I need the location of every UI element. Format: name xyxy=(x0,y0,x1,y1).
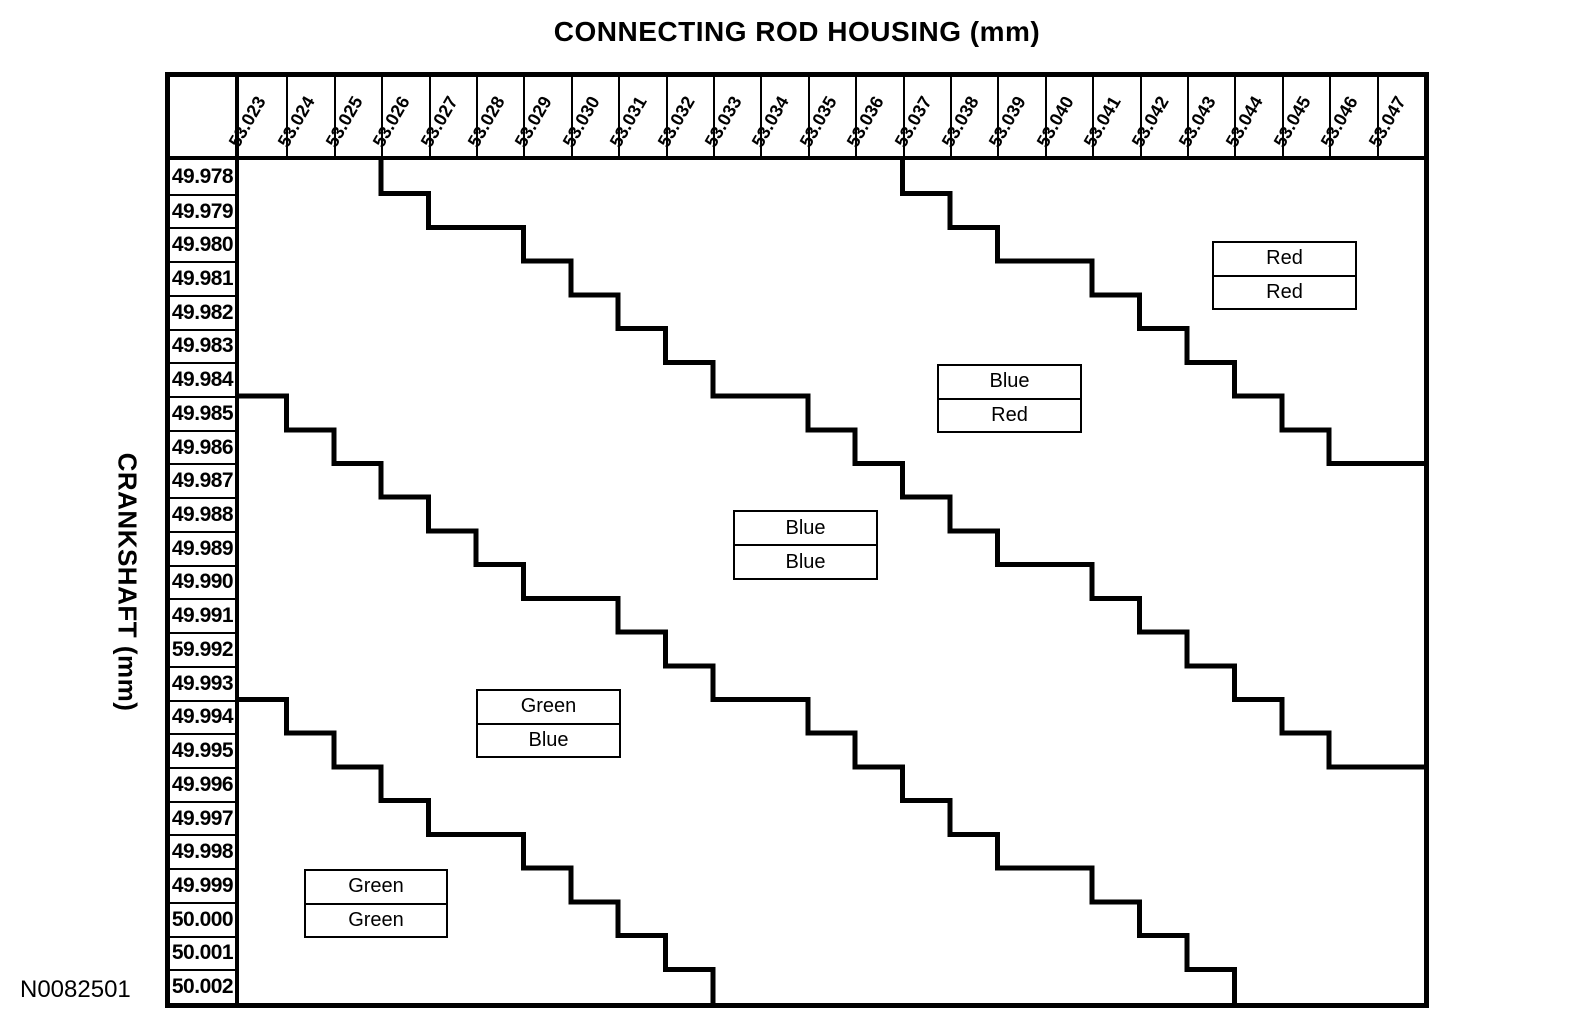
boundary-line-2 xyxy=(900,160,1424,466)
row-label: 49.996 xyxy=(170,766,235,801)
row-label: 49.999 xyxy=(170,868,235,902)
column-header: 53.025 xyxy=(322,77,381,156)
column-header: 53.029 xyxy=(511,77,570,156)
column-header: 53.047 xyxy=(1364,77,1424,156)
row-label: 49.978 xyxy=(171,164,234,188)
column-header: 53.046 xyxy=(1317,77,1376,156)
column-header: 53.036 xyxy=(843,77,902,156)
column-header: 53.045 xyxy=(1270,77,1329,156)
label-column-separator xyxy=(235,77,239,1003)
column-header: 53.041 xyxy=(1080,77,1139,156)
row-label: 49.991 xyxy=(170,598,235,632)
row-label: 49.990 xyxy=(170,564,235,599)
row-label: 49.995 xyxy=(170,733,235,767)
boundary-lines-layer xyxy=(239,160,1424,1003)
region-label: Blue xyxy=(989,370,1030,393)
column-header: 53.040 xyxy=(1033,77,1092,156)
column-header-label: 53.023 xyxy=(224,92,270,151)
row-label: 50.000 xyxy=(170,901,235,936)
column-header: 53.026 xyxy=(369,77,428,156)
column-header: 53.032 xyxy=(653,77,713,156)
row-label: 49.993 xyxy=(170,665,235,700)
header-row-separator xyxy=(170,156,1424,160)
boundary-line-4 xyxy=(239,697,716,1003)
column-header: 53.030 xyxy=(559,77,618,156)
column-header: 53.038 xyxy=(938,77,997,156)
region-label: Blue xyxy=(478,722,619,757)
region-label: Blue xyxy=(785,516,826,539)
page-title: CONNECTING ROD HOUSING (mm) xyxy=(553,16,1041,47)
region-label: Red xyxy=(939,397,1080,432)
column-header: 53.034 xyxy=(748,77,807,156)
region-label: Green xyxy=(520,695,577,718)
column-header: 53.031 xyxy=(606,77,665,156)
row-label: 50.002 xyxy=(170,969,235,1003)
row-label: 59.992 xyxy=(170,632,235,666)
row-label: 49.985 xyxy=(170,396,235,430)
row-label: 49.982 xyxy=(170,294,235,329)
column-header: 53.033 xyxy=(701,77,760,156)
region-label: Blue xyxy=(735,544,876,578)
column-header: 53.043 xyxy=(1175,77,1234,156)
row-label: 49.989 xyxy=(170,530,235,565)
row-label: 49.987 xyxy=(170,463,235,497)
y-axis-label: CRANKSHAFT (mm) xyxy=(112,452,143,712)
row-label: 49.994 xyxy=(170,699,235,734)
row-label: 49.983 xyxy=(170,328,235,363)
column-header: 53.028 xyxy=(464,77,523,156)
column-header: 53.039 xyxy=(985,77,1044,156)
row-label: 49.981 xyxy=(170,261,235,295)
row-label: 50.001 xyxy=(170,935,235,970)
region-label: Green xyxy=(306,902,446,937)
column-header: 53.042 xyxy=(1127,77,1187,156)
row-label: 49.979 xyxy=(170,193,235,228)
row-label: 49.980 xyxy=(170,227,235,261)
column-header: 53.035 xyxy=(796,77,855,156)
region-label: Green xyxy=(348,875,404,898)
region-label: Red xyxy=(1214,274,1355,309)
row-label: 49.984 xyxy=(170,362,235,396)
column-header: 53.024 xyxy=(274,77,333,156)
row-label: 49.998 xyxy=(170,834,235,868)
boundary-line-1 xyxy=(378,160,1424,770)
column-header: 53.044 xyxy=(1222,77,1281,156)
row-label: 49.986 xyxy=(170,429,235,464)
region-label: Red xyxy=(1266,247,1303,270)
row-label: 49.997 xyxy=(170,800,235,835)
row-label: 49.988 xyxy=(170,497,235,531)
figure-number: N0082501 xyxy=(20,976,131,1003)
column-header: 53.037 xyxy=(890,77,950,156)
column-header: 53.027 xyxy=(416,77,476,156)
boundary-line-3 xyxy=(239,393,1237,1003)
